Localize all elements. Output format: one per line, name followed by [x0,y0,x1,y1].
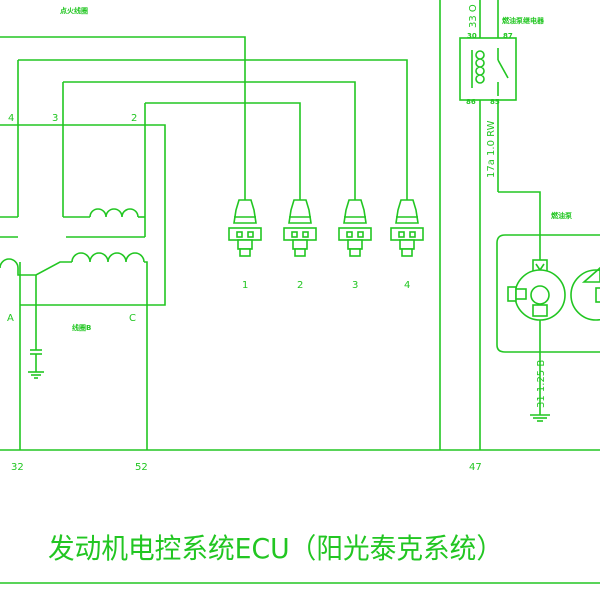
spark-plug-number-4: 4 [404,280,410,291]
ecu-pin-52: 52 [135,462,148,473]
spark-plug-number-2: 2 [297,280,303,291]
coil-bottom-label: 线圈B [72,323,91,332]
pump-label: 燃油泵 [550,211,572,220]
spark-plug-4 [390,199,424,257]
wire-top-label: 33 O [468,4,479,28]
relay-pin-30: 30 [467,32,477,40]
relay-pin-86: 86 [466,98,476,106]
ecu-pin-47: 47 [469,462,482,473]
fuel-pump-relay [459,37,517,101]
relay-pin-85: 85 [490,98,500,106]
spark-plug-number-3: 3 [352,280,358,291]
spark-plug-number-1: 1 [242,280,248,291]
spark-plug-3 [338,199,372,257]
coil-terminal-4: 4 [8,113,14,124]
coil-top-label: 点火线圈 [60,6,88,15]
relay-pin-87: 87 [503,32,513,40]
wire-pump-label: 31 1.25 B [536,360,547,408]
diagram-title: 发动机电控系统ECU（阳光泰克系统） [48,532,503,565]
coil-end-a: A [7,313,14,324]
coil-terminal-2: 2 [131,113,137,124]
spark-plug-2 [283,199,317,257]
coil-terminal-3: 3 [52,113,58,124]
spark-plugs [228,199,424,257]
wire-relay-label: 17a 1.0 RW [486,120,497,178]
coil-wiring [0,36,408,450]
fuel-pump-motor [507,259,600,321]
coil-end-c: C [129,313,136,324]
spark-plug-1 [228,199,262,257]
relay-label: 燃油泵继电器 [501,16,545,25]
fuel-pump-circuit [439,0,600,450]
ecu-pin-32: 32 [11,462,24,473]
